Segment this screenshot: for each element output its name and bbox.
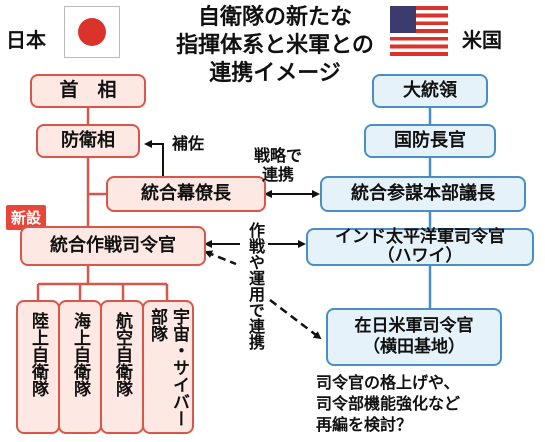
indopacom-label: インド太平洋軍司令官 — [335, 227, 505, 247]
unit-space-cyber-text: 宇宙・サイバー部隊 — [147, 308, 189, 427]
unit-msdf-label: 海上自衛隊 — [60, 312, 100, 397]
assist-label: 補佐 — [172, 134, 205, 153]
unit-asdf-label: 航空自衛隊 — [102, 312, 142, 397]
title-line-1: 自衛隊の新たな — [197, 5, 352, 30]
reorg-note-line-2: 司令部機能強化など — [316, 394, 461, 413]
joint-ops-commander-box: 統合作戦司令官 — [20, 226, 206, 266]
joint-staff-box: 統合幕僚長 — [106, 176, 266, 212]
us-flag-icon — [390, 6, 448, 56]
japan-flag-icon — [64, 6, 120, 58]
unit-gsdf-box: 陸上自衛隊 — [16, 300, 60, 434]
joint-chiefs-box: 統合参謀本部議長 — [320, 176, 526, 212]
pm-label: 首 相 — [59, 79, 117, 102]
joint-chiefs-label: 統合参謀本部議長 — [351, 182, 495, 204]
title-line-2: 指揮体系と米軍との — [176, 33, 374, 58]
indopacom-box: インド太平洋軍司令官 （ハワイ） — [306, 228, 534, 266]
indopacom-location: （ハワイ） — [377, 246, 463, 266]
unit-space-cyber-label: 宇宙・サイバー部隊 — [144, 308, 192, 430]
president-box: 大統領 — [372, 74, 488, 108]
unit-msdf-text: 海上自衛隊 — [70, 312, 90, 397]
strategy-label-line-1: 戦略で — [254, 146, 303, 165]
new-badge: 新設 — [6, 205, 47, 230]
defense-secretary-box: 国防長官 — [364, 124, 496, 158]
defense-secretary-label: 国防長官 — [394, 129, 466, 151]
usfj-location: （横田基地） — [363, 337, 465, 357]
usfj-label: 在日米軍司令官 — [354, 316, 474, 336]
usfj-box: 在日米軍司令官 （横田基地） — [326, 308, 502, 366]
reorg-note-line-3: 再編を検討？ — [316, 415, 413, 434]
unit-gsdf-label: 陸上自衛隊 — [18, 312, 58, 397]
joint-ops-commander-label: 統合作戦司令官 — [50, 234, 176, 256]
unit-asdf-text: 航空自衛隊 — [112, 312, 132, 397]
joint-staff-label: 統合幕僚長 — [141, 182, 231, 204]
title-line-3: 連携イメージ — [209, 61, 341, 86]
unit-msdf-box: 海上自衛隊 — [58, 300, 102, 434]
country-label-japan: 日本 — [6, 28, 46, 52]
pm-box: 首 相 — [30, 74, 146, 108]
unit-gsdf-text: 陸上自衛隊 — [28, 312, 48, 397]
unit-asdf-box: 航空自衛隊 — [100, 300, 144, 434]
strategy-label: 戦略で 連携 — [254, 146, 302, 184]
defense-minister-label: 防衛相 — [61, 129, 115, 151]
strategy-label-line-2: 連携 — [262, 165, 295, 184]
unit-space-cyber-box: 宇宙・サイバー部隊 — [142, 300, 194, 434]
defense-minister-box: 防衛相 — [36, 124, 140, 158]
reorg-note-line-1: 司令官の格上げや、 — [316, 373, 460, 392]
diagram-title: 自衛隊の新たな 指揮体系と米軍との 連携イメージ — [140, 4, 410, 88]
reorg-note: 司令官の格上げや、 司令部機能強化など 再編を検討？ — [316, 372, 460, 435]
ops-coord-label: 作戦や運用で連携 — [246, 222, 265, 350]
president-label: 大統領 — [403, 79, 457, 101]
country-label-us: 米国 — [462, 28, 502, 52]
